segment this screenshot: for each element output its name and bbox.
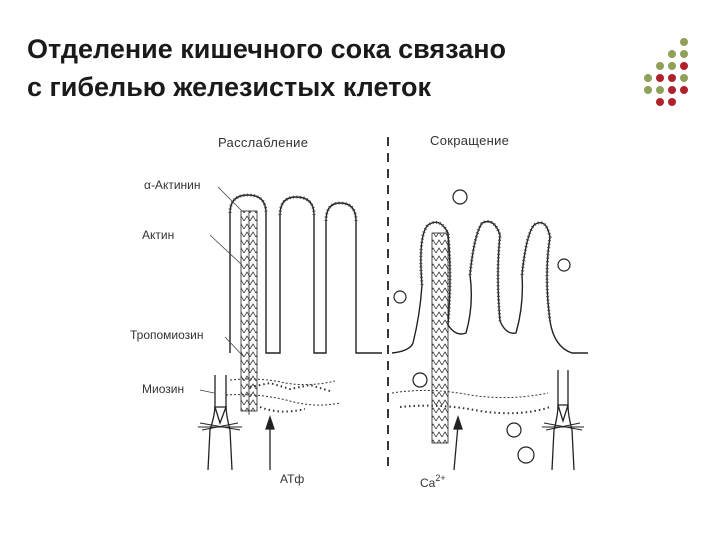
vesicle <box>557 258 571 272</box>
logo-dot <box>668 86 676 94</box>
contracted-actin-core <box>431 232 449 444</box>
logo-dot <box>668 62 676 70</box>
vesicle <box>506 422 522 438</box>
dot-grid-logo-icon <box>644 38 688 106</box>
label-contraction: Сокращение <box>430 133 509 148</box>
relaxed-microvilli <box>228 193 382 354</box>
microvilli-diagram: Расслабление Сокращение <box>130 133 588 490</box>
label-atp: АТф <box>280 472 304 486</box>
calcium-arrow <box>453 424 459 471</box>
logo-dot <box>668 98 676 106</box>
leader-lines <box>199 186 245 394</box>
atp-arrow-head <box>265 414 275 430</box>
slide-title-line-2: с гибелью железистых клеток <box>27 72 431 102</box>
logo-dot <box>656 86 664 94</box>
label-myosin: Миозин <box>142 382 184 396</box>
contracted-membrane-fuzz <box>419 220 552 326</box>
logo-dot <box>668 74 676 82</box>
logo-dot <box>680 38 688 46</box>
label-relaxation: Расслабление <box>218 135 308 150</box>
label-tropomyosin: Тропомиозин <box>130 328 204 342</box>
relaxed-cell-membrane <box>229 194 382 354</box>
logo-dot <box>680 74 688 82</box>
slide-title-line-1: Отделение кишечного сока связано <box>27 34 507 64</box>
vesicle <box>517 446 535 464</box>
label-calcium-charge: 2+ <box>435 473 445 483</box>
label-alpha-actinin: α-Актинин <box>144 178 200 192</box>
calcium-arrow-head <box>453 414 463 430</box>
logo-dot <box>656 62 664 70</box>
contracted-microvilli <box>391 220 588 354</box>
logo-dot <box>656 74 664 82</box>
contracted-myosin-cell <box>542 370 584 471</box>
logo-dot <box>680 62 688 70</box>
logo-dot <box>656 98 664 106</box>
logo-dot <box>680 50 688 58</box>
slide-title: Отделение кишечного сока связано с гибел… <box>27 30 637 106</box>
vesicle <box>412 372 428 388</box>
arrows <box>265 414 463 471</box>
released-vesicles <box>393 189 571 464</box>
label-actin: Актин <box>142 228 174 242</box>
relaxed-terminal-web <box>225 378 341 413</box>
label-calcium: Ca2+ <box>420 473 446 490</box>
label-calcium-symbol: Ca <box>420 476 436 490</box>
logo-dot <box>644 86 652 94</box>
logo-dot <box>668 50 676 58</box>
contracted-cell-membrane <box>391 220 588 354</box>
relaxed-myosin-cell <box>198 375 242 471</box>
logo-dot <box>644 74 652 82</box>
relaxed-membrane-fuzz <box>228 193 358 222</box>
logo-dot <box>680 86 688 94</box>
contracted-terminal-web <box>391 389 551 415</box>
vesicle <box>393 290 407 304</box>
vesicle <box>452 189 468 205</box>
